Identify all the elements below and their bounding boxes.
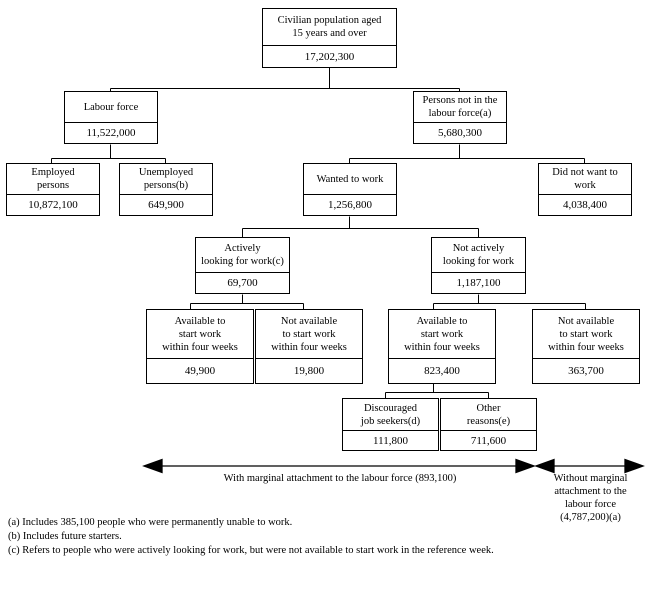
node-label: Civilian population aged 15 years and ov… bbox=[263, 9, 396, 46]
node-label-line2: start work bbox=[178, 328, 222, 340]
footnotes: (a) Includes 385,100 people who were per… bbox=[8, 516, 494, 558]
without-marginal-line4: (4,787,200)(a) bbox=[560, 512, 621, 523]
node-other-reasons[interactable]: Other reasons(e) 711,600 bbox=[440, 398, 537, 451]
node-label-line2: labour force(a) bbox=[428, 108, 492, 119]
node-persons-not-in-labour-force[interactable]: Persons not in the labour force(a) 5,680… bbox=[413, 91, 507, 144]
node-label-line1: Employed bbox=[31, 167, 75, 178]
node-label: Discouraged job seekers(d) bbox=[343, 399, 438, 431]
node-discouraged-job-seekers[interactable]: Discouraged job seekers(d) 111,800 bbox=[342, 398, 439, 451]
without-marginal-attachment-label: Without marginal attachment to the labou… bbox=[534, 472, 647, 524]
node-label: Not available to start work within four … bbox=[256, 310, 362, 359]
node-value: 17,202,300 bbox=[304, 50, 355, 63]
node-label-line1: Actively bbox=[224, 243, 261, 254]
node-label-line3: within four weeks bbox=[548, 341, 624, 353]
footnote-b: (b) Includes future starters. bbox=[8, 531, 122, 542]
node-available-start-work-inactive[interactable]: Available to start work within four week… bbox=[388, 309, 496, 384]
node-label-line1: Not actively bbox=[452, 243, 505, 254]
node-value: 11,522,000 bbox=[86, 127, 136, 139]
without-marginal-line3: labour force bbox=[564, 499, 616, 510]
node-label-line2: to start work bbox=[282, 328, 336, 340]
node-wanted-to-work[interactable]: Wanted to work 1,256,800 bbox=[303, 163, 397, 216]
node-label: Persons not in the labour force(a) bbox=[414, 92, 506, 123]
node-value: 49,900 bbox=[184, 364, 216, 377]
node-label-line3: within four weeks bbox=[162, 341, 238, 353]
node-label: Not actively looking for work bbox=[432, 238, 525, 273]
node-unemployed-persons[interactable]: Unemployed persons(b) 649,900 bbox=[119, 163, 213, 216]
node-value: 823,400 bbox=[424, 364, 460, 377]
node-label-line2: looking for work bbox=[442, 256, 515, 267]
node-label: Actively looking for work(c) bbox=[196, 238, 289, 273]
node-value: 19,800 bbox=[293, 364, 325, 377]
node-label: Employed persons bbox=[7, 164, 99, 195]
node-label-line2: start work bbox=[420, 328, 464, 340]
node-label-line1: Civilian population aged bbox=[277, 15, 382, 26]
node-label-line1: Other bbox=[476, 402, 501, 414]
node-not-actively-looking-for-work[interactable]: Not actively looking for work 1,187,100 bbox=[431, 237, 526, 294]
node-label-line1: Available to bbox=[174, 315, 226, 327]
node-label-line1: Not available bbox=[280, 315, 338, 327]
node-value: 5,680,300 bbox=[438, 127, 482, 139]
node-value: 111,800 bbox=[373, 434, 408, 447]
node-label: Not available to start work within four … bbox=[533, 310, 639, 359]
node-label: Did not want to work bbox=[539, 164, 631, 195]
node-value: 69,700 bbox=[227, 277, 258, 289]
node-label-line2: 15 years and over bbox=[292, 28, 367, 39]
node-did-not-want-to-work[interactable]: Did not want to work 4,038,400 bbox=[538, 163, 632, 216]
footnote-a: (a) Includes 385,100 people who were per… bbox=[8, 517, 293, 528]
node-civilian-population[interactable]: Civilian population aged 15 years and ov… bbox=[262, 8, 397, 68]
node-label: Available to start work within four week… bbox=[147, 310, 253, 359]
node-label: Other reasons(e) bbox=[441, 399, 536, 431]
node-value: 1,256,800 bbox=[328, 199, 372, 211]
node-label: Wanted to work bbox=[304, 164, 396, 195]
with-marginal-attachment-label: With marginal attachment to the labour f… bbox=[223, 473, 457, 484]
node-value: 10,872,100 bbox=[28, 199, 78, 211]
node-labour-force[interactable]: Labour force 11,522,000 bbox=[64, 91, 158, 144]
footnote-c: (c) Refers to people who were actively l… bbox=[8, 545, 494, 556]
without-marginal-arrow bbox=[534, 458, 645, 474]
node-value: 4,038,400 bbox=[563, 199, 607, 211]
node-value: 649,900 bbox=[148, 199, 184, 211]
node-value: 363,700 bbox=[568, 364, 604, 377]
node-available-start-work-active[interactable]: Available to start work within four week… bbox=[146, 309, 254, 384]
node-actively-looking-for-work[interactable]: Actively looking for work(c) 69,700 bbox=[195, 237, 290, 294]
node-label-line2: work bbox=[574, 180, 596, 191]
node-label: Unemployed persons(b) bbox=[120, 164, 212, 195]
node-label: Available to start work within four week… bbox=[389, 310, 495, 359]
node-label-line2: job seekers(d) bbox=[360, 415, 421, 427]
node-label-line1: Available to bbox=[416, 315, 468, 327]
node-not-available-start-work-inactive[interactable]: Not available to start work within four … bbox=[532, 309, 640, 384]
with-marginal-arrow bbox=[142, 458, 536, 474]
node-label-line3: within four weeks bbox=[271, 341, 347, 353]
node-label-line2: to start work bbox=[559, 328, 613, 340]
node-label-line3: within four weeks bbox=[404, 341, 480, 353]
without-marginal-line2: attachment to the bbox=[554, 486, 627, 497]
node-label-line1: Persons not in the bbox=[422, 95, 498, 106]
node-label: Labour force bbox=[65, 92, 157, 123]
node-label-line2: reasons(e) bbox=[466, 415, 511, 427]
node-label-line1: Not available bbox=[557, 315, 615, 327]
node-label-line2: persons bbox=[36, 180, 70, 191]
node-not-available-start-work-active[interactable]: Not available to start work within four … bbox=[255, 309, 363, 384]
node-label-line1: Wanted to work bbox=[316, 173, 384, 185]
node-label-line1: Did not want to bbox=[552, 167, 618, 178]
node-label-line1: Unemployed bbox=[138, 167, 194, 178]
node-label-line1: Discouraged bbox=[363, 402, 418, 414]
node-label-line2: persons(b) bbox=[143, 180, 189, 191]
node-value: 1,187,100 bbox=[456, 277, 501, 289]
without-marginal-line1: Without marginal bbox=[553, 473, 628, 484]
node-label-line1: Labour force bbox=[83, 101, 139, 113]
node-employed-persons[interactable]: Employed persons 10,872,100 bbox=[6, 163, 100, 216]
node-label-line2: looking for work(c) bbox=[201, 256, 284, 267]
node-value: 711,600 bbox=[470, 434, 507, 447]
